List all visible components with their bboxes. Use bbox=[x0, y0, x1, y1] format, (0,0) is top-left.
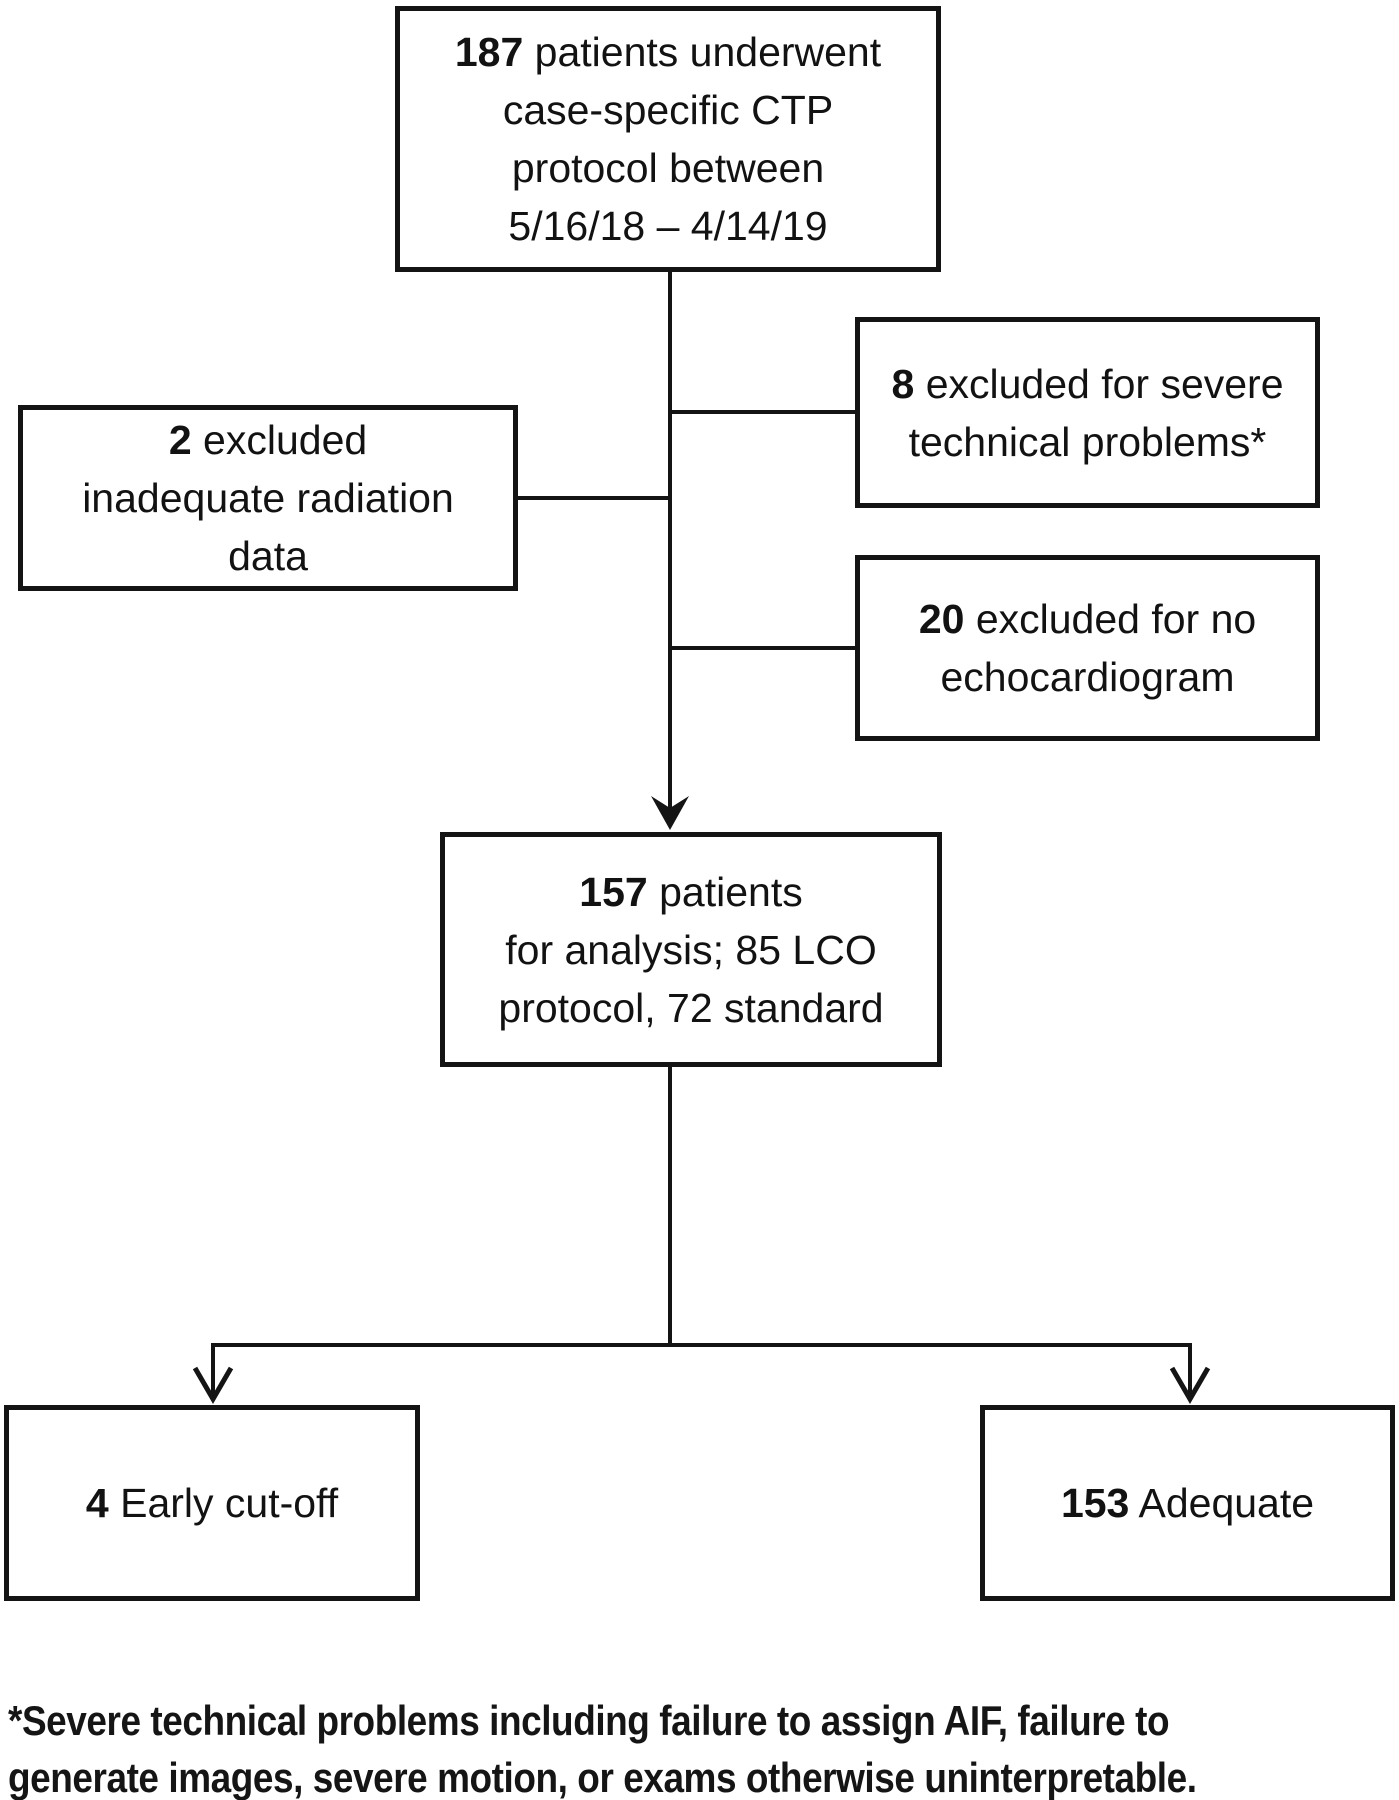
box-excluded-radiation: 2 excluded inadequate radiation data bbox=[18, 405, 518, 591]
box-excluded-radiation-number: 2 bbox=[168, 417, 192, 463]
box-early-cutoff-line1: 4 Early cut-off bbox=[86, 1474, 338, 1532]
box-excluded-echocardiogram: 20 excluded for no echocardiogram bbox=[855, 555, 1320, 741]
box-total-patients-line1: 187 patients underwent bbox=[455, 23, 881, 81]
footnote-line2: generate images, severe motion, or exams… bbox=[8, 1754, 1197, 1800]
box-total-patients-line3: protocol between bbox=[511, 145, 825, 191]
box-excluded-radiation-line3: data bbox=[228, 533, 308, 579]
box-analysis-patients-text: patients bbox=[659, 868, 803, 915]
arrowhead-analysis-icon bbox=[651, 796, 689, 830]
box-excluded-technical-number: 8 bbox=[891, 360, 915, 407]
box-total-patients-line2: case-specific CTP bbox=[502, 87, 834, 133]
box-excluded-echocardiogram-text: excluded for no bbox=[975, 596, 1257, 642]
box-excluded-technical-line1: 8 excluded for severe bbox=[891, 355, 1283, 413]
box-excluded-technical-line2: technical problems* bbox=[908, 418, 1267, 465]
box-analysis-patients-line2: for analysis; 85 LCO bbox=[505, 926, 877, 973]
box-adequate: 153 Adequate bbox=[980, 1405, 1395, 1601]
box-adequate-number: 153 bbox=[1060, 1480, 1130, 1526]
box-early-cutoff-number: 4 bbox=[85, 1480, 109, 1526]
box-excluded-radiation-line2: inadequate radiation bbox=[82, 475, 454, 521]
footnote-line1: *Severe technical problems including fai… bbox=[8, 1697, 1170, 1744]
box-excluded-technical: 8 excluded for severe technical problems… bbox=[855, 317, 1320, 508]
arrowhead-adequate-icon bbox=[1169, 1366, 1211, 1404]
footnote: *Severe technical problems including fai… bbox=[8, 1692, 1197, 1800]
arrowhead-early-cutoff-icon bbox=[192, 1366, 234, 1404]
box-excluded-radiation-line1: 2 excluded bbox=[169, 411, 367, 469]
box-early-cutoff-text: Early cut-off bbox=[120, 1480, 339, 1526]
box-total-patients: 187 patients underwent case-specific CTP… bbox=[395, 6, 941, 272]
box-analysis-patients-line1: 157 patients bbox=[579, 863, 802, 921]
box-analysis-patients: 157 patients for analysis; 85 LCO protoc… bbox=[440, 832, 942, 1067]
box-analysis-patients-line3: protocol, 72 standard bbox=[498, 984, 884, 1031]
box-excluded-radiation-text: excluded bbox=[203, 417, 368, 463]
box-analysis-patients-number: 157 bbox=[579, 868, 648, 915]
box-total-patients-text: patients underwent bbox=[534, 29, 882, 75]
box-early-cutoff: 4 Early cut-off bbox=[4, 1405, 420, 1601]
box-adequate-line1: 153 Adequate bbox=[1061, 1474, 1314, 1532]
box-adequate-text: Adequate bbox=[1138, 1480, 1315, 1526]
box-total-patients-number: 187 bbox=[454, 29, 524, 75]
box-excluded-technical-text: excluded for severe bbox=[925, 360, 1284, 407]
box-excluded-echocardiogram-number: 20 bbox=[918, 596, 965, 642]
box-excluded-echocardiogram-line1: 20 excluded for no bbox=[919, 590, 1256, 648]
box-total-patients-line4: 5/16/18 – 4/14/19 bbox=[508, 203, 828, 249]
box-excluded-echocardiogram-line2: echocardiogram bbox=[940, 654, 1235, 700]
